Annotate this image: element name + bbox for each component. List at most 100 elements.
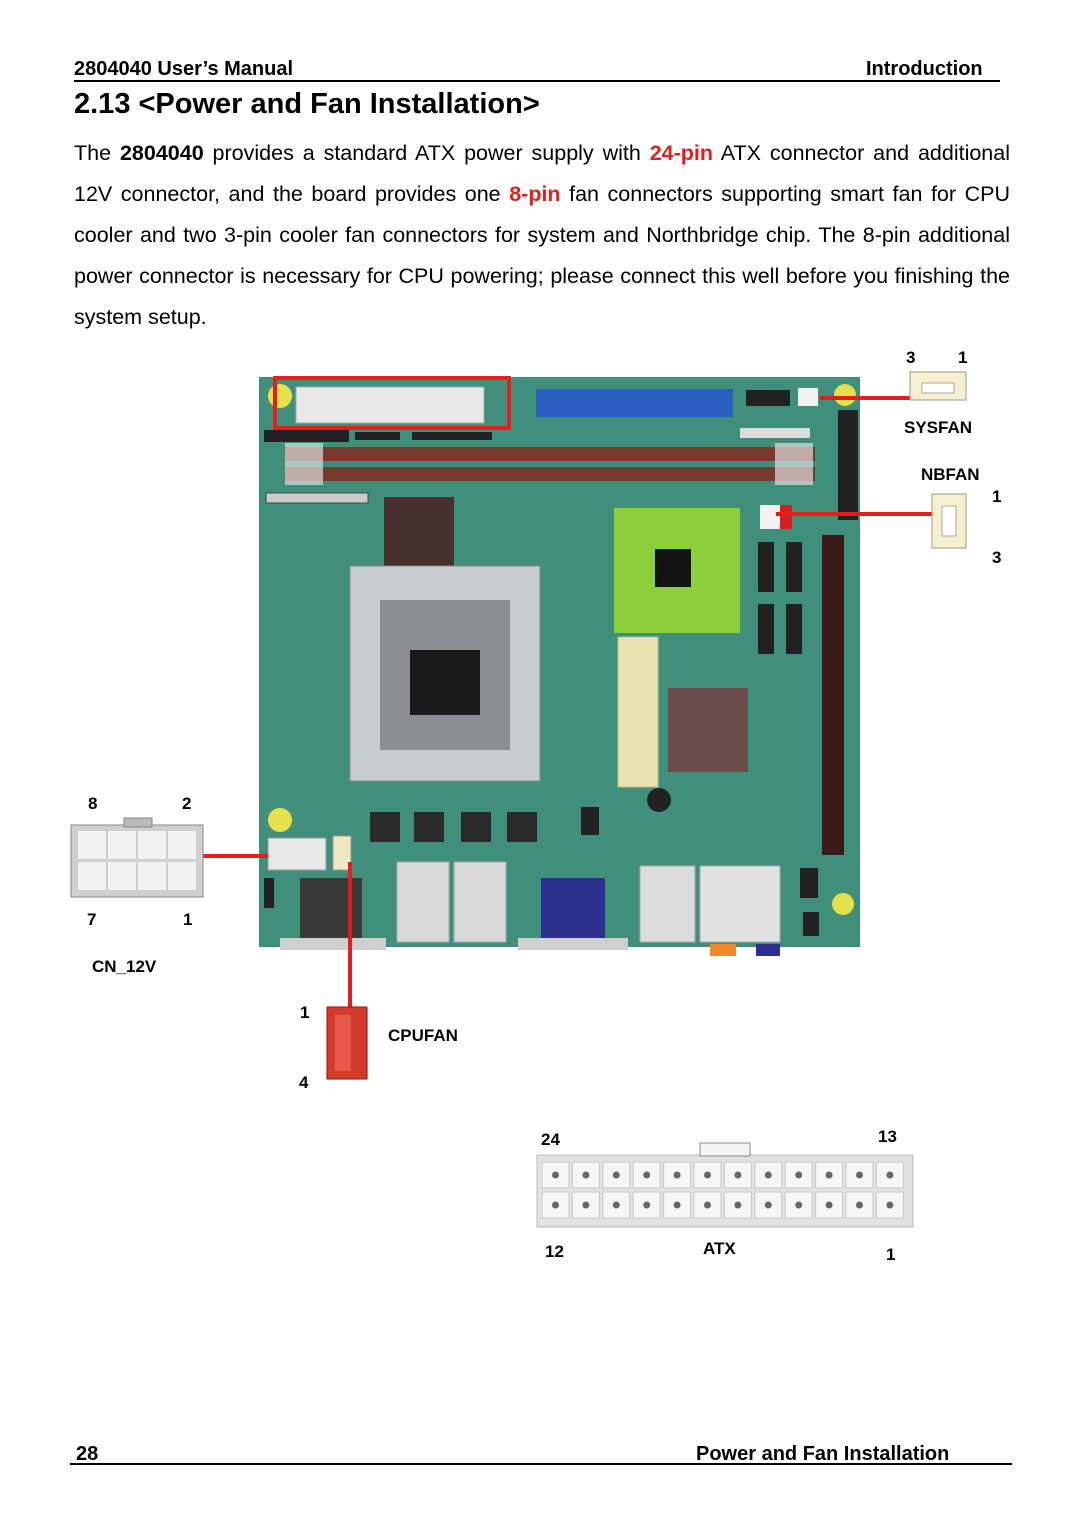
atx-pin-hole — [795, 1171, 803, 1179]
sysfan-pin-3: 3 — [906, 348, 916, 367]
atx-pin-hole — [795, 1201, 803, 1209]
sysfan-pin-1: 1 — [958, 348, 968, 367]
atx-pin — [845, 1161, 874, 1189]
nbfan-connector-inner — [941, 505, 957, 537]
atx-pin-hole — [612, 1171, 620, 1179]
floppy-connector — [265, 492, 369, 504]
bios-chip — [384, 497, 454, 569]
atx-pin-hole — [612, 1201, 620, 1209]
dimm-latch — [285, 443, 323, 485]
atx-pin-12: 12 — [545, 1242, 564, 1261]
atx-pin-hole — [552, 1171, 559, 1179]
mount-hole — [834, 384, 856, 406]
sata-port — [758, 542, 774, 592]
atx-pin-hole — [582, 1201, 590, 1209]
atx-pin-hole — [856, 1171, 863, 1179]
cn12v-pin — [168, 831, 196, 859]
body-paragraph: The 2804040 provides a standard ATX powe… — [74, 141, 1010, 329]
atx-pin-hole — [825, 1171, 833, 1179]
cpu-die — [410, 650, 480, 715]
chapter-title: Introduction — [866, 58, 983, 80]
atx-latch — [699, 1142, 751, 1157]
atx-pin-hole — [704, 1201, 711, 1209]
vga-port-flange — [518, 938, 628, 950]
vga-port — [541, 878, 605, 938]
atx-pin-hole — [643, 1201, 651, 1209]
cn12v-pin — [168, 862, 196, 890]
atx-pin-hole — [856, 1201, 863, 1209]
audio-jack — [756, 944, 780, 956]
atx-pin-hole — [886, 1201, 894, 1209]
cn12v-pin — [78, 862, 106, 890]
cn12v-pin-1: 1 — [183, 910, 193, 929]
cpufan-label: CPUFAN — [388, 1026, 458, 1045]
manual-title: 2804040 User’s Manual — [74, 58, 294, 80]
sata-port — [786, 604, 802, 654]
mount-hole — [268, 384, 292, 408]
atx-pin-24: 24 — [541, 1130, 560, 1149]
mosfet — [461, 812, 491, 842]
cn12v-latch — [123, 817, 153, 828]
mosfet — [507, 812, 537, 842]
header-rule — [74, 80, 1000, 82]
header-pins — [264, 430, 349, 442]
atx-pin — [723, 1161, 752, 1189]
atx-pin-hole — [552, 1201, 559, 1209]
serial-port-flange — [280, 938, 386, 950]
atx-pin-13: 13 — [878, 1127, 897, 1146]
mosfet — [370, 812, 400, 842]
atx-pin-hole — [825, 1201, 833, 1209]
header-pins — [746, 390, 790, 406]
mosfet — [414, 812, 444, 842]
atx-highlight-box — [273, 376, 511, 430]
cn12v-pin-2: 2 — [182, 794, 192, 813]
lan-port — [453, 861, 507, 943]
atx-pin-hole — [886, 1171, 894, 1179]
atx-label: ATX — [703, 1239, 736, 1258]
cn12v-pin — [108, 831, 136, 859]
atx-pin-hole — [704, 1171, 711, 1179]
pcie-slot — [822, 535, 844, 855]
cpufan-connector-inner — [335, 1015, 351, 1071]
dimm-slot — [285, 467, 815, 481]
audio-jack — [710, 944, 736, 956]
atx-pin-hole — [734, 1171, 742, 1179]
header-pins — [803, 912, 819, 936]
cn12v-pin-7: 7 — [87, 910, 97, 929]
dimm-latch — [775, 443, 813, 485]
atx-connector-board — [295, 386, 485, 424]
atx-pin-hole — [764, 1201, 772, 1209]
cn12v-pin — [138, 831, 166, 859]
slot-small — [740, 428, 810, 438]
mount-hole — [832, 893, 854, 915]
footer-section-title: Power and Fan Installation — [696, 1443, 950, 1465]
audio-port — [699, 865, 781, 943]
mini-slot — [617, 636, 659, 788]
cpufan-pin-1: 1 — [300, 1003, 310, 1022]
atx-pin-1: 1 — [886, 1245, 896, 1264]
atx-pin-hole — [582, 1171, 590, 1179]
header-pins — [412, 432, 492, 440]
header-pins — [355, 432, 400, 440]
southbridge-chip — [668, 688, 748, 772]
cpufan-pin-4: 4 — [299, 1073, 309, 1092]
northbridge-die — [655, 549, 691, 587]
section-title: 2.13 <Power and Fan Installation> — [74, 88, 540, 120]
atx-pin-hole — [643, 1171, 651, 1179]
sysfan-connector-board — [798, 388, 818, 406]
nbfan-marker — [780, 505, 792, 529]
cn12v-pin — [108, 862, 136, 890]
front-panel-header — [838, 410, 858, 520]
lan-port — [396, 861, 450, 943]
cn12v-pin — [138, 862, 166, 890]
mount-hole — [268, 808, 292, 832]
header-pins — [800, 868, 818, 898]
nbfan-label: NBFAN — [921, 465, 980, 484]
buzzer — [647, 788, 671, 812]
header-pins — [581, 807, 599, 835]
page-number: 28 — [76, 1443, 99, 1465]
atx-pin-hole — [673, 1171, 681, 1179]
ide-connector — [536, 389, 733, 417]
cpufan-connector-board — [332, 835, 352, 871]
